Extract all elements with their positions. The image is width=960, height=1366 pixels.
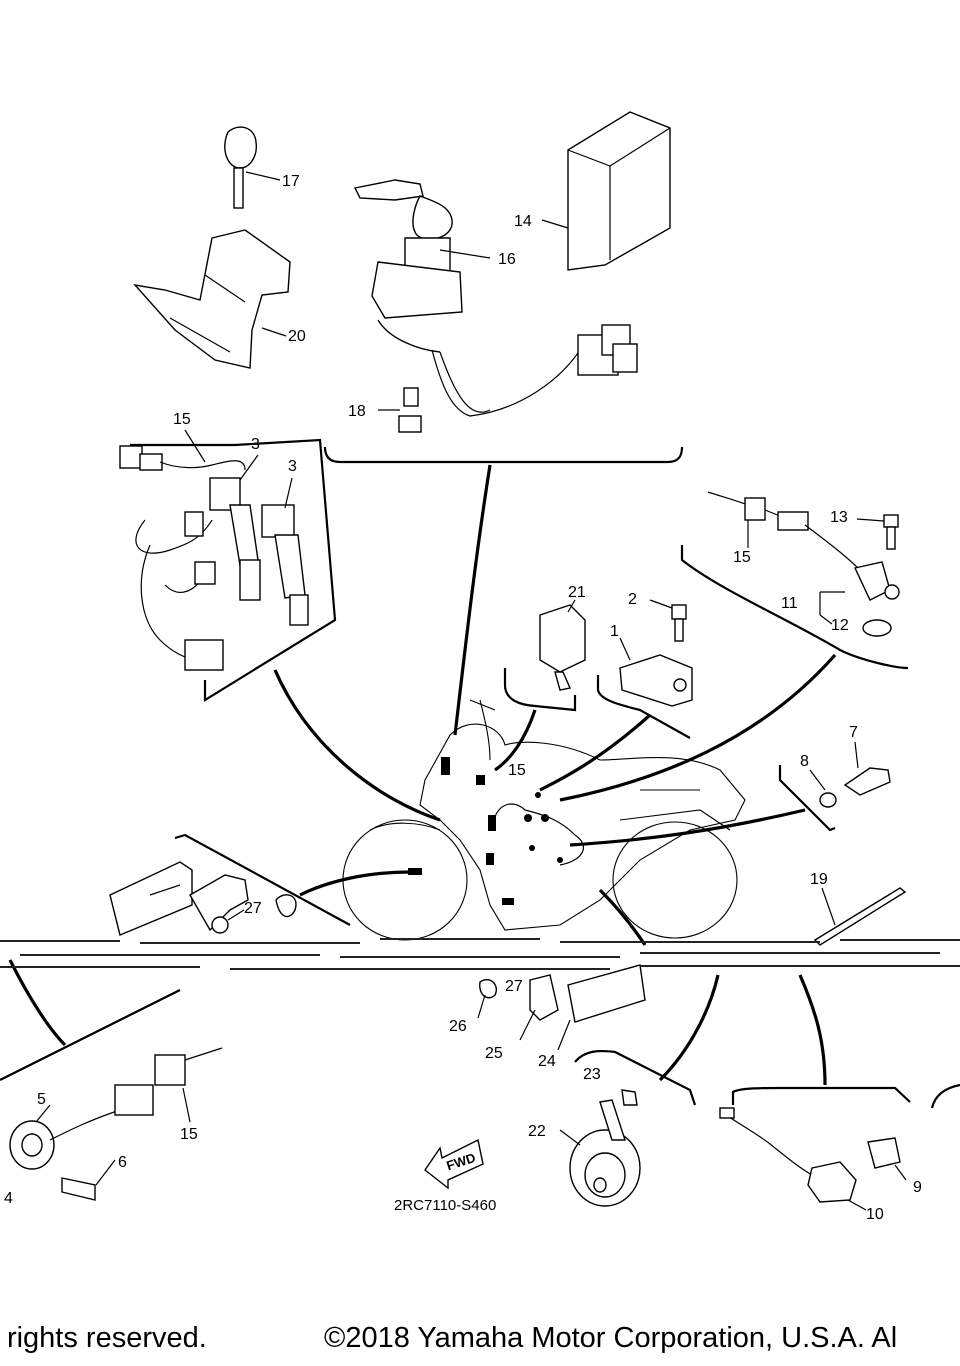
lean-sensor-part	[619, 599, 693, 707]
horn-part	[559, 1089, 641, 1207]
footer-left-text: ll rights reserved.	[0, 1322, 207, 1354]
callout-27-left: 27	[244, 900, 262, 917]
temp-sensor-part	[809, 741, 891, 808]
callout-14: 14	[514, 213, 532, 230]
bracket-part	[109, 861, 297, 936]
callout-9: 9	[913, 1179, 922, 1196]
callout-23: 23	[583, 1066, 601, 1083]
group-leaders	[8, 464, 837, 1086]
callout-15-bottom: 15	[180, 1126, 198, 1143]
callout-1: 1	[610, 623, 619, 640]
callout-13: 13	[830, 509, 848, 526]
speed-sensor-part	[707, 491, 900, 637]
lower-bracket-part	[477, 964, 646, 1051]
key-part	[224, 126, 281, 209]
callout-15-left: 15	[173, 411, 191, 428]
callout-15-center: 15	[508, 762, 526, 779]
callout-3-right: 3	[288, 458, 297, 475]
callout-12: 12	[831, 617, 849, 634]
callout-10: 10	[866, 1206, 884, 1223]
fwd-arrow: FWD	[424, 1138, 484, 1190]
group-frames	[0, 438, 960, 1109]
band-part	[813, 887, 907, 946]
drawing-code: 2RC7110-S460	[394, 1197, 496, 1214]
ecu-part	[541, 111, 671, 271]
callout-8: 8	[800, 753, 809, 770]
callout-22: 22	[528, 1123, 546, 1140]
callout-19: 19	[810, 871, 828, 888]
callout-labels: 17 14 16 20 18 15 3 3 13 15 21 2 11 12 1…	[4, 173, 922, 1223]
main-switch-part	[353, 179, 638, 433]
callout-25: 25	[485, 1045, 503, 1062]
callout-24: 24	[538, 1053, 556, 1070]
callout-21: 21	[568, 584, 586, 601]
harness-cable	[491, 803, 585, 866]
callout-5: 5	[37, 1091, 46, 1108]
callout-4: 4	[4, 1190, 13, 1207]
callout-2: 2	[628, 591, 637, 608]
callout-15-right: 15	[733, 549, 751, 566]
cover-part	[133, 229, 291, 369]
crank-sensor-part	[9, 1047, 223, 1201]
pressure-sensor-part	[719, 1107, 907, 1211]
callout-16: 16	[498, 251, 516, 268]
callout-3-left: 3	[251, 436, 260, 453]
callout-11: 11	[781, 595, 798, 612]
sensor-group-left	[119, 429, 309, 671]
callout-20: 20	[288, 328, 306, 345]
callout-18: 18	[348, 403, 366, 420]
scan-artifact-band	[0, 930, 960, 978]
callout-26: 26	[449, 1018, 467, 1035]
callout-7: 7	[849, 724, 858, 741]
relay-part	[539, 599, 586, 691]
callout-17: 17	[282, 173, 300, 190]
callout-27-center: 27	[505, 978, 523, 995]
copyright-footer: ll rights reserved. ©2018 Yamaha Motor C…	[0, 1318, 960, 1366]
callout-6: 6	[118, 1154, 127, 1171]
harness-marks	[408, 757, 563, 905]
footer-right-text: ©2018 Yamaha Motor Corporation, U.S.A. A…	[324, 1322, 898, 1354]
